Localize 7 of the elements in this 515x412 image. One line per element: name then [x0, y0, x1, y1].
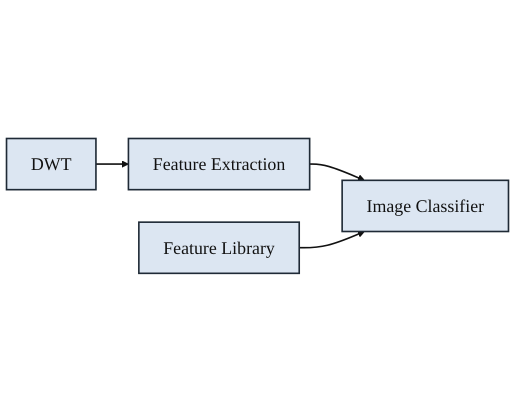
- node-box: Image Classifier: [341, 180, 510, 232]
- arrow: [310, 163, 365, 182]
- node-box: Feature Library: [138, 221, 300, 274]
- arrow: [96, 160, 129, 168]
- arrow: [299, 230, 365, 249]
- node-box: DWT: [6, 138, 97, 191]
- node-box: Feature Extraction: [128, 138, 310, 191]
